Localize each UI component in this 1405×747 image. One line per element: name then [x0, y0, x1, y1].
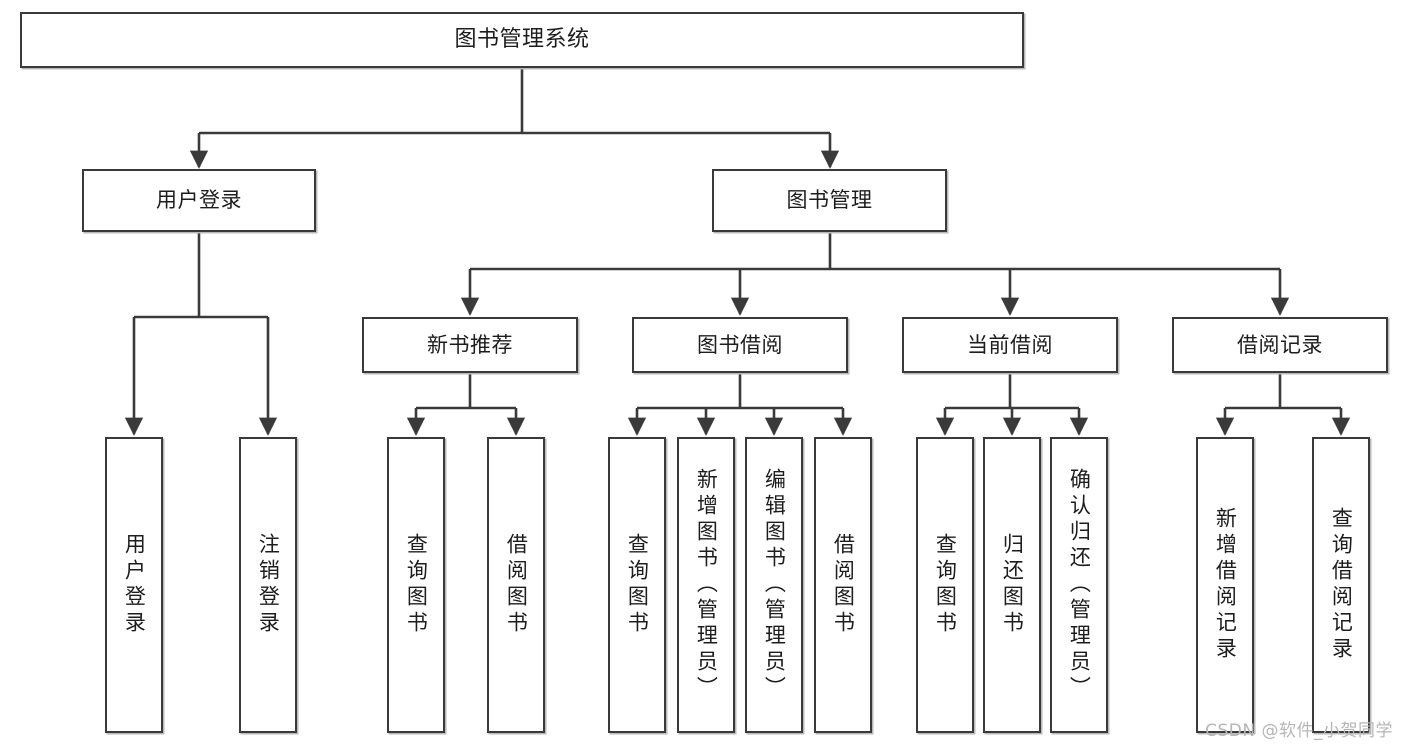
leaf-borrow-book[interactable]: 借阅图书: [814, 437, 872, 733]
leaf-add-borrow-record-label: 新增借阅记录: [1213, 507, 1238, 663]
node-new-book-recommend-label: 新书推荐: [427, 332, 513, 357]
leaf-query-borrow-record[interactable]: 查询借阅记录: [1312, 437, 1370, 733]
node-book-management[interactable]: 图书管理: [712, 169, 947, 232]
leaf-query-books-borrow[interactable]: 查询图书: [608, 437, 666, 733]
node-book-borrow-label: 图书借阅: [697, 332, 783, 357]
leaf-add-book-admin-label: 新增图书（管理员）: [694, 468, 719, 702]
leaf-logout-login[interactable]: 注销登录: [239, 437, 297, 733]
leaf-edit-book-admin[interactable]: 编辑图书（管理员）: [745, 437, 803, 733]
leaf-edit-book-admin-label: 编辑图书（管理员）: [762, 468, 787, 702]
node-borrow-record-label: 借阅记录: [1237, 332, 1323, 357]
node-current-borrow-label: 当前借阅: [967, 332, 1053, 357]
node-root[interactable]: 图书管理系统: [20, 12, 1024, 68]
leaf-query-borrow-record-label: 查询借阅记录: [1329, 507, 1354, 663]
node-root-label: 图书管理系统: [454, 27, 590, 53]
leaf-confirm-return-admin[interactable]: 确认归还（管理员）: [1050, 437, 1108, 733]
node-book-borrow[interactable]: 图书借阅: [632, 317, 848, 373]
leaf-query-books-recommend[interactable]: 查询图书: [387, 437, 445, 733]
leaf-add-book-admin[interactable]: 新增图书（管理员）: [677, 437, 735, 733]
leaf-borrow-book-label: 借阅图书: [831, 533, 856, 637]
watermark-text: CSDN @软件_小贺同学: [1205, 721, 1393, 741]
leaf-query-books-recommend-label: 查询图书: [404, 533, 429, 637]
leaf-return-book[interactable]: 归还图书: [983, 437, 1041, 733]
node-current-borrow[interactable]: 当前借阅: [902, 317, 1118, 373]
node-book-management-label: 图书管理: [786, 188, 873, 213]
leaf-user-login-label: 用户登录: [122, 533, 147, 637]
leaf-logout-login-label: 注销登录: [256, 533, 281, 637]
leaf-borrow-books-recommend-label: 借阅图书: [504, 533, 529, 637]
leaf-query-books-current-label: 查询图书: [933, 533, 958, 637]
leaf-query-books-borrow-label: 查询图书: [625, 533, 650, 637]
leaf-add-borrow-record[interactable]: 新增借阅记录: [1196, 437, 1254, 733]
node-user-login[interactable]: 用户登录: [82, 169, 316, 232]
node-user-login-label: 用户登录: [156, 188, 242, 213]
leaf-confirm-return-admin-label: 确认归还（管理员）: [1067, 468, 1092, 702]
leaf-query-books-current[interactable]: 查询图书: [916, 437, 974, 733]
node-new-book-recommend[interactable]: 新书推荐: [362, 317, 578, 373]
leaf-return-book-label: 归还图书: [1000, 533, 1025, 637]
leaf-user-login[interactable]: 用户登录: [105, 437, 163, 733]
node-borrow-record[interactable]: 借阅记录: [1172, 317, 1388, 373]
leaf-borrow-books-recommend[interactable]: 借阅图书: [487, 437, 545, 733]
